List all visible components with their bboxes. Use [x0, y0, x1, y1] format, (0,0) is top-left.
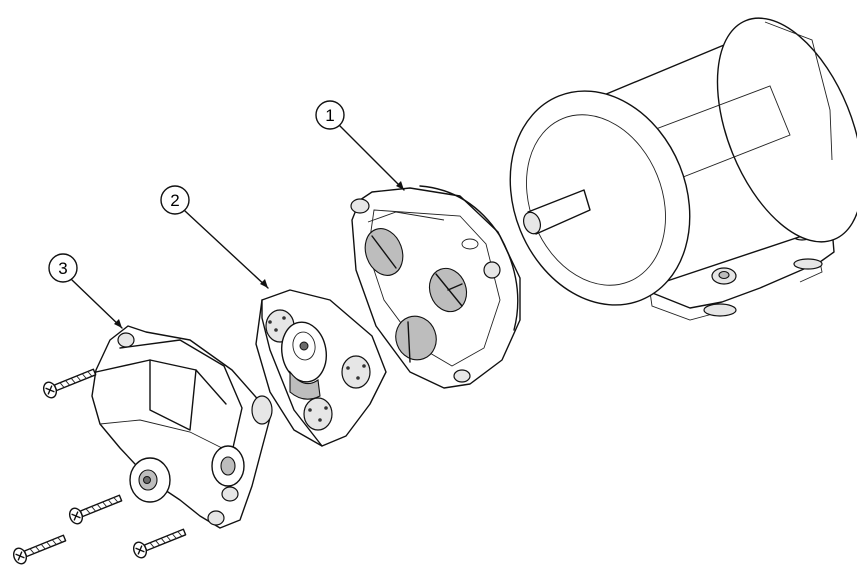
screw [68, 494, 123, 525]
callout-label-1: 1 [325, 106, 334, 125]
screw [42, 368, 97, 399]
motor [509, 17, 857, 321]
screw [132, 528, 187, 559]
callout-2: 2 [160, 185, 269, 289]
callout-label-3: 3 [58, 259, 67, 278]
callout-3: 3 [48, 253, 123, 329]
pump-housing [350, 185, 521, 389]
screw [12, 534, 67, 565]
screws [12, 368, 187, 565]
drive-cover [91, 325, 273, 529]
valve-assembly [255, 289, 387, 447]
callout-1: 1 [315, 100, 405, 191]
callout-label-2: 2 [170, 191, 179, 210]
